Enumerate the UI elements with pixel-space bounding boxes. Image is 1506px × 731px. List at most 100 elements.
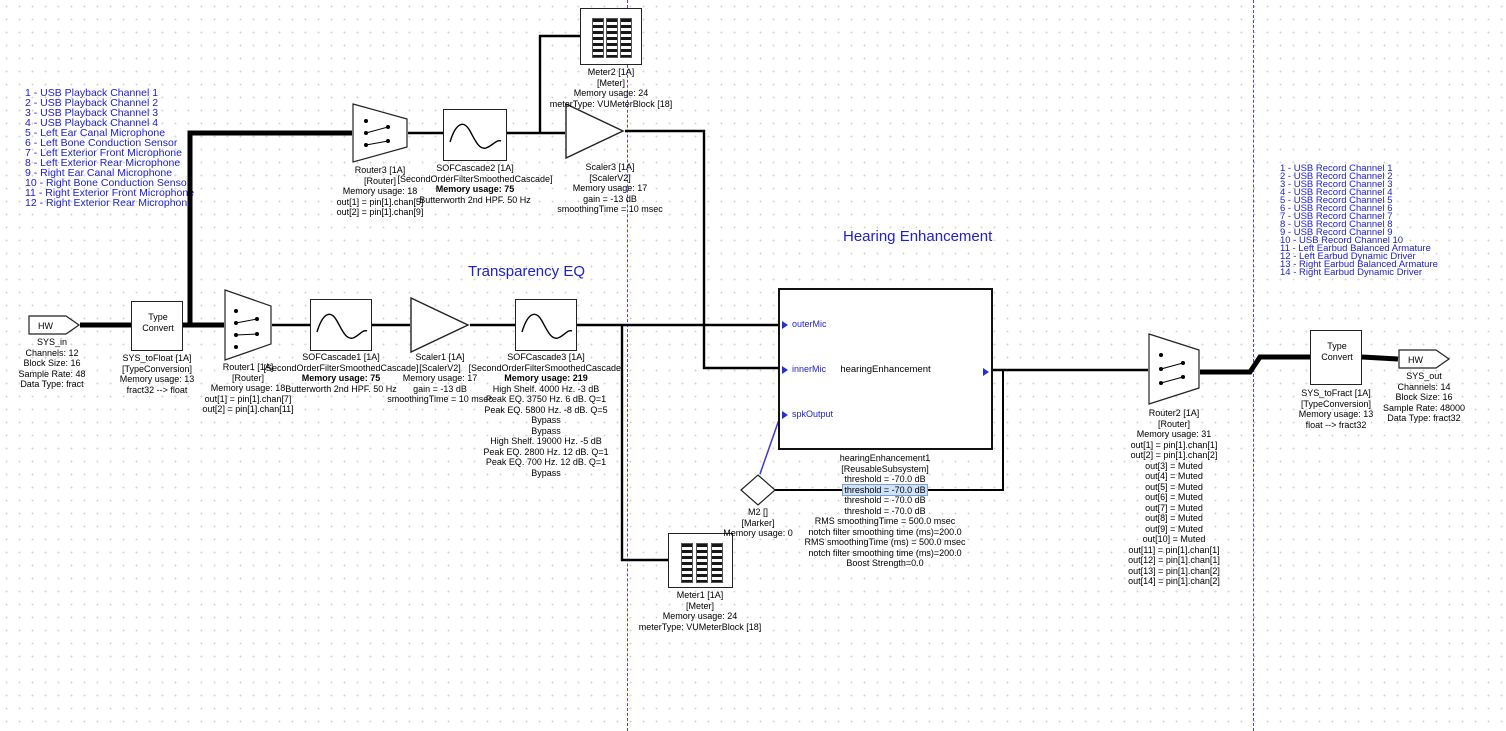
output-port[interactable] — [983, 368, 989, 376]
port-outermic[interactable] — [782, 321, 788, 329]
port-innermic[interactable] — [782, 366, 788, 374]
meter2-block[interactable] — [580, 8, 642, 65]
meter1-block[interactable] — [668, 533, 733, 588]
type-convert-label: Type Convert — [142, 312, 174, 333]
caption-line: Router2 [1A] — [1148, 408, 1200, 418]
caption-line: Data Type: fract32 — [1387, 413, 1461, 423]
caption-line: [Router] — [231, 372, 264, 383]
caption-line: smoothingTime = 10 msec — [387, 394, 493, 404]
router1-block[interactable] — [224, 289, 272, 361]
wire-typeconvert-to-sysout[interactable] — [1361, 354, 1399, 362]
caption-line: SYS_out — [1406, 371, 1442, 381]
marker-diamond-icon — [740, 474, 776, 506]
output-channel-label: 4 - USB Record Channel 4 — [1280, 187, 1393, 198]
output-channel-label: 10 - USB Record Channel 10 — [1280, 235, 1404, 246]
wire-marker-to-spkoutput[interactable] — [759, 413, 782, 475]
sys-out-hw-block[interactable]: HW — [1398, 349, 1451, 369]
caption-line: out[3] = Muted — [1145, 460, 1203, 471]
caption-line: Channels: 12 — [25, 347, 79, 358]
caption-line: [SecondOrderFilterSmoothedCascade] — [263, 362, 419, 373]
caption-line: Butterworth 2nd HPF. 50 Hz — [419, 194, 531, 205]
vu-meter-bars-icon — [711, 543, 723, 583]
router3-block[interactable] — [352, 103, 408, 163]
router2-block[interactable] — [1148, 333, 1200, 405]
caption-line: Sample Rate: 48 — [18, 368, 86, 379]
sys-tofract-block[interactable]: Type Convert — [1310, 330, 1362, 385]
caption-line: [Meter] — [596, 77, 625, 88]
caption-line: Memory usage: 17 — [572, 183, 648, 193]
subsystem-title: hearingEnhancement — [840, 364, 931, 375]
caption-line: RMS smoothingTime = 500.0 msec — [814, 516, 956, 526]
caption-line: meterType: VUMeterBlock [18] — [549, 98, 673, 109]
caption-line: smoothingTime = 10 msec — [557, 204, 663, 214]
wire-tap-to-meter2[interactable] — [538, 34, 580, 133]
port-spkoutput[interactable] — [782, 411, 788, 419]
sofcascade1-block[interactable] — [310, 299, 372, 351]
caption-line: SOFCascade3 [1A] — [507, 352, 585, 362]
vu-meter-bars-icon — [681, 543, 693, 583]
output-channel-label: 13 - Right Earbud Balanced Armature — [1280, 259, 1438, 270]
output-channel-label: 1 - USB Record Channel 1 — [1280, 163, 1393, 174]
hardware-arrow-icon — [1398, 349, 1451, 369]
output-channel-label: 8 - USB Record Channel 8 — [1280, 219, 1393, 230]
input-channel-label: 12 - Right Exterior Rear Microphone — [25, 197, 194, 209]
caption-line: SYS_toFloat [1A] — [122, 353, 192, 363]
caption-line: out[2] = pin[1].chan[11] — [202, 404, 294, 414]
hearing-enhancement-heading: Hearing Enhancement — [843, 228, 993, 245]
sys-in-hw-block[interactable]: HW — [28, 315, 81, 335]
caption-line: [TypeConversion] — [1300, 398, 1372, 409]
transparency-eq-heading: Transparency EQ — [468, 263, 585, 280]
filter-curve-icon — [316, 313, 368, 339]
scaler1-block[interactable] — [410, 296, 470, 354]
vu-meter-bars-icon — [696, 543, 708, 583]
caption-line: [ScalerV2] — [589, 172, 631, 183]
wire-tap-to-meter1[interactable] — [620, 325, 668, 562]
caption-line: [SecondOrderFilterSmoothedCascade] — [468, 362, 624, 373]
caption-line: Memory usage: 75 — [301, 373, 381, 383]
caption-line: [SecondOrderFilterSmoothedCascade] — [397, 173, 553, 184]
caption-line: Memory usage: 13 — [119, 374, 195, 384]
hw-label: HW — [1408, 355, 1423, 365]
caption-line: out[4] = Muted — [1145, 471, 1203, 481]
caption-line: Butterworth 2nd HPF. 50 Hz — [285, 383, 397, 394]
wire-scaler3-to-innermic[interactable] — [625, 129, 778, 370]
sofcascade2-block[interactable] — [443, 109, 507, 161]
caption-line: RMS smoothingTime (ms) = 500.0 msec — [804, 537, 966, 547]
sofcascade3-block[interactable] — [515, 299, 577, 351]
caption-line: Block Size: 16 — [23, 358, 81, 368]
caption-line: out[5] = Muted — [1145, 481, 1203, 492]
caption-line: Meter1 [1A] — [676, 590, 724, 600]
vu-meter-bars-icon — [620, 18, 632, 58]
sofcascade2-caption: SOFCascade2 [1A][SecondOrderFilterSmooth… — [375, 163, 575, 205]
caption-line: SOFCascade1 [1A] — [302, 352, 380, 362]
router-fanout-icon — [1148, 333, 1200, 405]
caption-line: SOFCascade2 [1A] — [436, 163, 514, 173]
filter-curve-icon — [521, 313, 573, 339]
output-channel-label: 12 - Left Earbud Dynamic Driver — [1280, 251, 1416, 262]
sys-tofloat-block[interactable]: Type Convert — [131, 301, 183, 351]
output-channel-label: 7 - USB Record Channel 7 — [1280, 211, 1393, 222]
scaler3-block[interactable] — [565, 102, 625, 160]
sofcascade3-caption: SOFCascade3 [1A][SecondOrderFilterSmooth… — [446, 352, 646, 478]
m2-marker-block[interactable] — [740, 474, 776, 506]
caption-line: Memory usage: 18 — [342, 186, 418, 196]
caption-line: Bypass — [531, 425, 561, 436]
caption-line: Sample Rate: 48000 — [1382, 402, 1466, 413]
caption-line: out[13] = pin[1].chan[2] — [1128, 565, 1220, 576]
caption-line: Memory usage: 13 — [1298, 409, 1374, 419]
wire-router2-to-typeconvert[interactable] — [1200, 354, 1310, 375]
hearing-enhancement-subsystem[interactable]: outerMic innerMic spkOutput hearingEnhan… — [778, 288, 993, 450]
caption-line: Memory usage: 24 — [573, 88, 649, 98]
output-channel-label: 9 - USB Record Channel 9 — [1280, 227, 1393, 238]
caption-line: Memory usage: 18 — [210, 383, 286, 393]
input-channel-label: 10 - Right Bone Conduction Sensor — [25, 177, 191, 189]
caption-line: gain = -13 dB — [413, 383, 467, 394]
wire-typeconvert-to-router3[interactable] — [187, 130, 352, 325]
caption-line: threshold = -70.0 dB — [844, 495, 926, 505]
